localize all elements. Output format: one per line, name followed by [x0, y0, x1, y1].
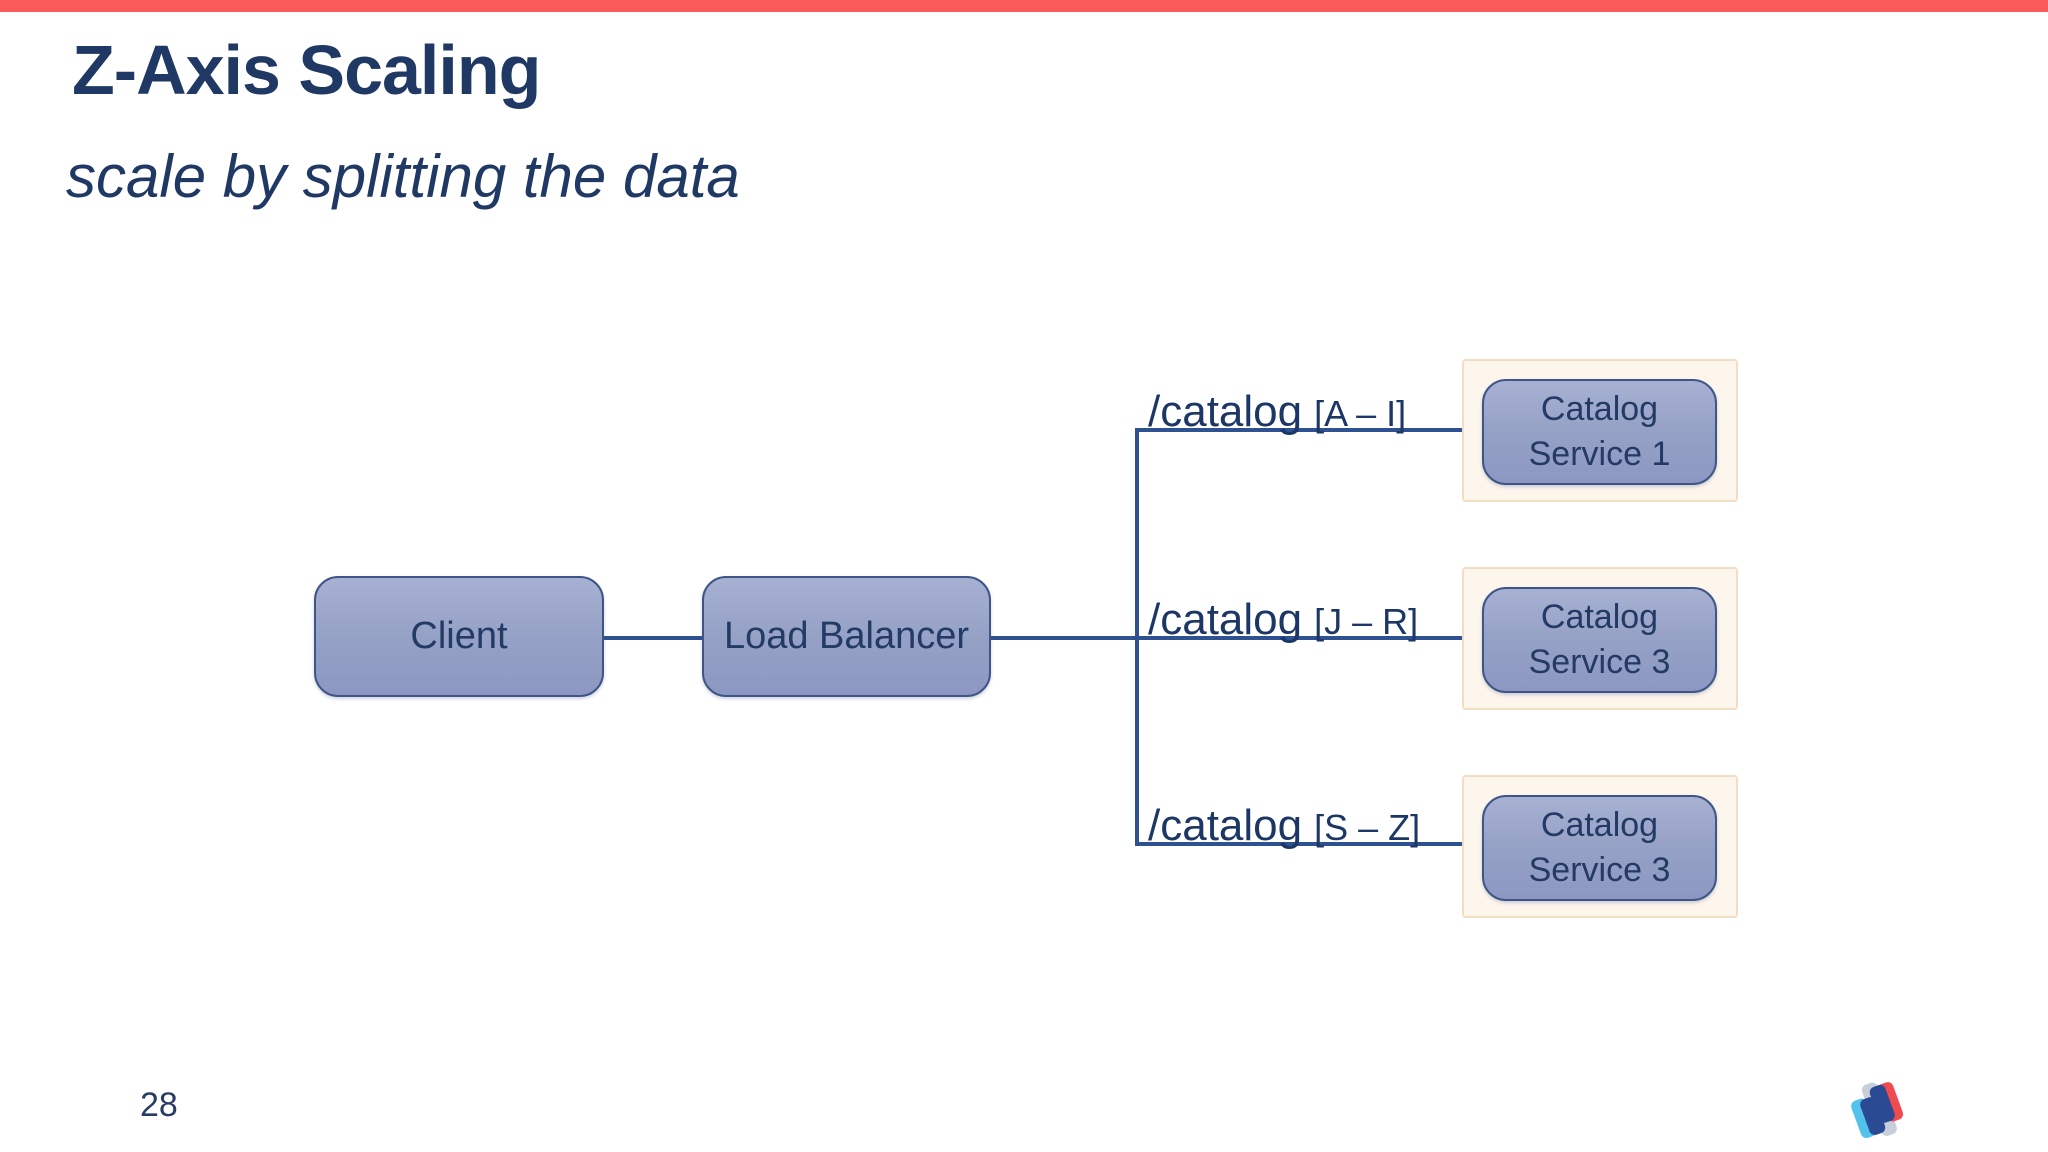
- connector-branch-to-service-3: [1135, 842, 1465, 846]
- top-accent-bar: [0, 0, 2048, 12]
- load-balancer-node-label: Load Balancer: [723, 615, 970, 657]
- n-mark-logo-icon: [1851, 1082, 1904, 1139]
- catalog-service-2-node: Catalog Service 3: [1482, 587, 1717, 693]
- service-label-line2: Service 3: [1528, 851, 1671, 889]
- catalog-service-1-node: Catalog Service 1: [1482, 379, 1717, 485]
- service-label-line2: Service 3: [1528, 643, 1671, 681]
- route-label-2: /catalog [J – R]: [1148, 583, 1478, 645]
- route-range: [A – I]: [1314, 393, 1407, 434]
- service-label-line1: Catalog: [1540, 598, 1659, 637]
- catalog-service-3-node: Catalog Service 3: [1482, 795, 1717, 901]
- connector-client-to-lb: [604, 636, 702, 640]
- connector-branch-to-service-1: [1135, 428, 1465, 432]
- service-container-2: Catalog Service 3: [1462, 567, 1738, 710]
- service-label-line2: Service 1: [1528, 435, 1671, 473]
- service-container-3: Catalog Service 3: [1462, 775, 1738, 918]
- connector-lb-to-service-2: [991, 636, 1465, 640]
- load-balancer-node: Load Balancer: [702, 576, 991, 697]
- route-label-1: /catalog [A – I]: [1148, 375, 1478, 437]
- client-node-label: Client: [410, 615, 508, 657]
- route-range: [J – R]: [1314, 601, 1419, 642]
- route-path: /catalog: [1148, 801, 1303, 850]
- slide-subtitle: scale by splitting the data: [66, 143, 740, 210]
- service-label-line1: Catalog: [1540, 806, 1659, 845]
- service-label-line1: Catalog: [1540, 390, 1659, 429]
- route-path: /catalog: [1148, 387, 1303, 436]
- slide-title: Z-Axis Scaling: [72, 31, 541, 109]
- service-container-1: Catalog Service 1: [1462, 359, 1738, 502]
- route-label-3: /catalog [S – Z]: [1148, 789, 1478, 851]
- route-range: [S – Z]: [1314, 807, 1421, 848]
- connector-branch-vertical: [1135, 428, 1139, 846]
- client-node: Client: [314, 576, 604, 697]
- page-number: 28: [140, 1086, 178, 1124]
- route-path: /catalog: [1148, 595, 1303, 644]
